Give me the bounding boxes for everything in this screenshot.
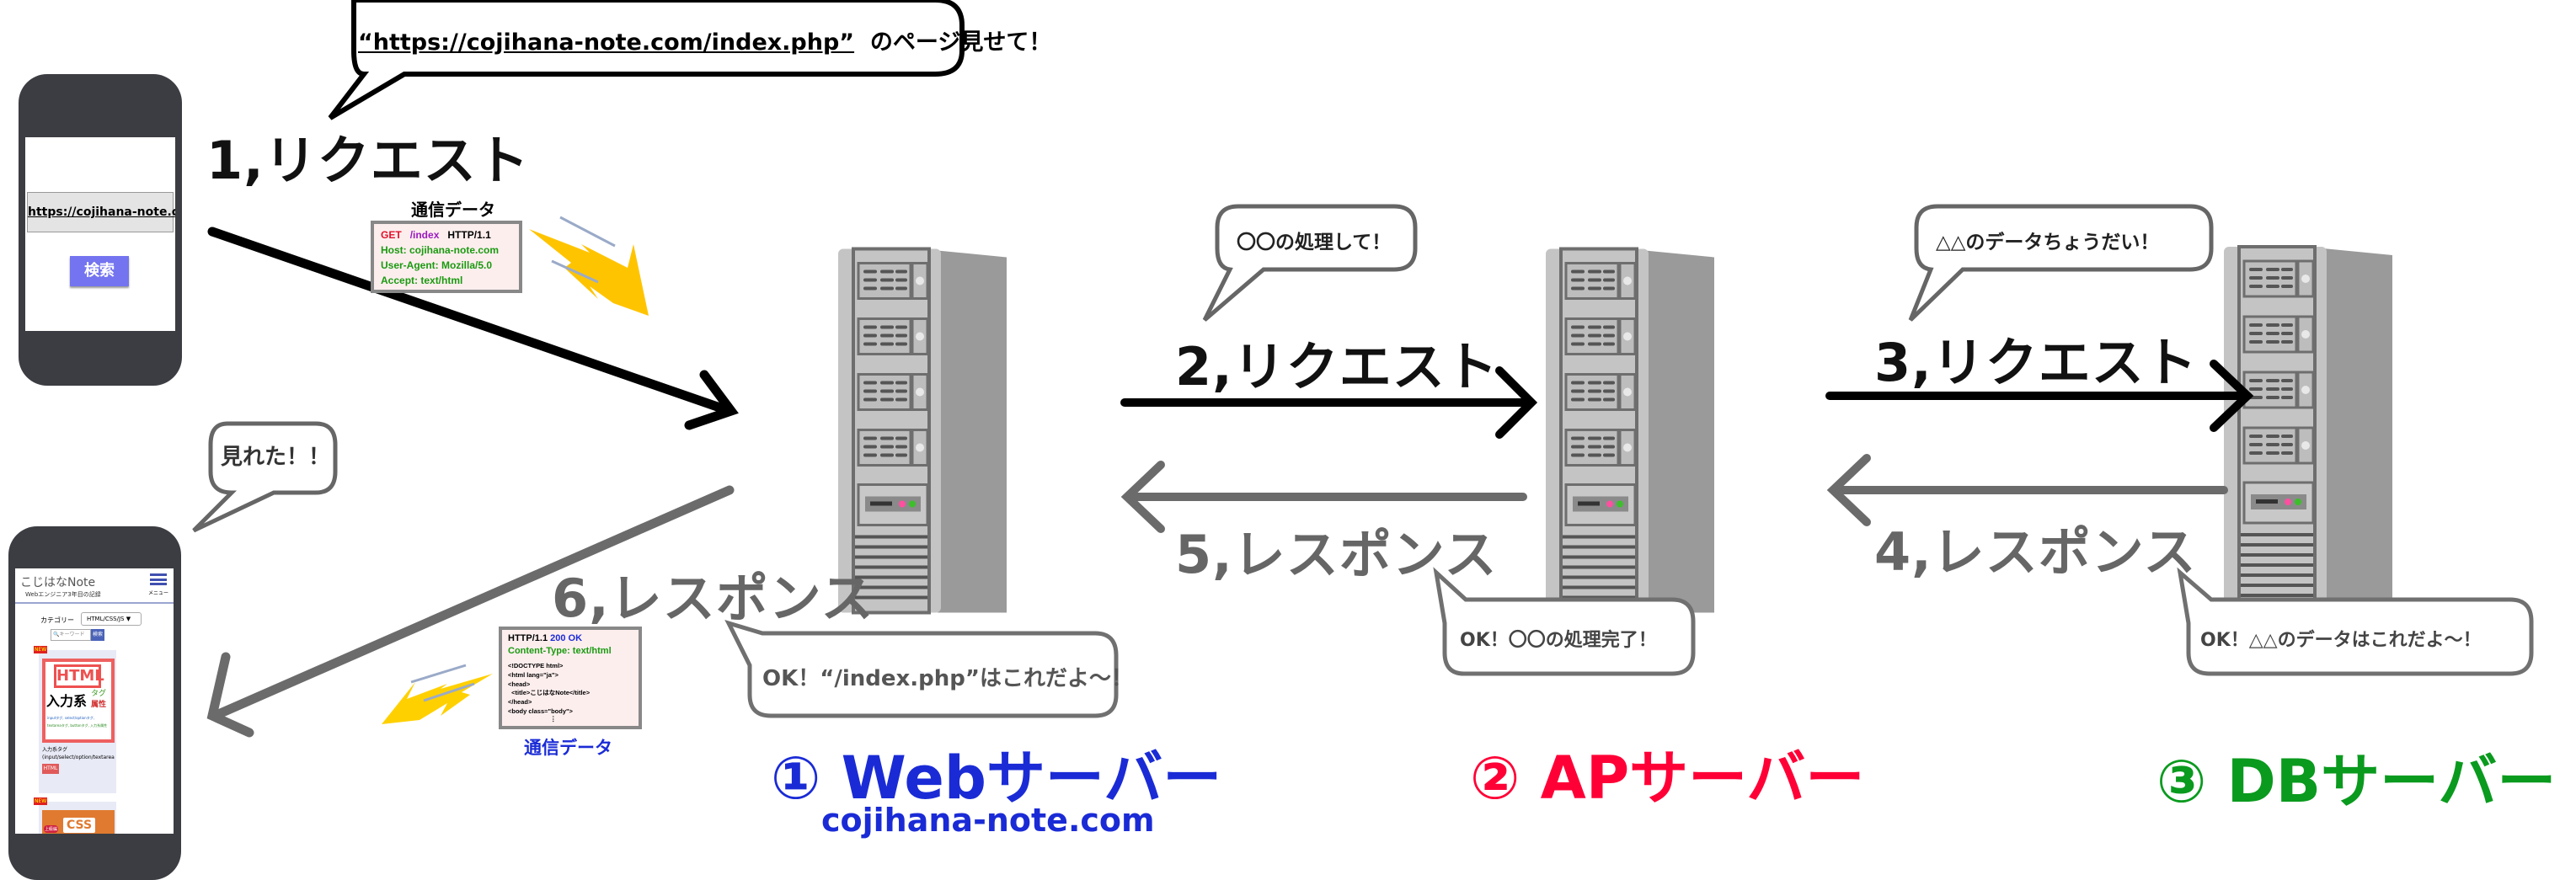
article-card[interactable]: HTML 入力系 タグ 属性 inputタグ, select/optionタグ,… bbox=[39, 650, 116, 793]
css-logo: CSS bbox=[61, 815, 98, 834]
bubble-request: “https://cojihana-note.com/index.php” のペ… bbox=[358, 24, 1051, 56]
response-status: 200 OK bbox=[550, 633, 583, 643]
bubble-request-text: のページ見せて！ bbox=[869, 29, 1052, 56]
category-value: HTML/CSS/JS bbox=[87, 616, 125, 622]
response-data-title: 通信データ bbox=[524, 738, 612, 758]
http-path: /index bbox=[409, 229, 440, 241]
category-select[interactable]: HTML/CSS/JS ▼ bbox=[81, 612, 142, 626]
menu-label: メニュー bbox=[148, 590, 169, 596]
response-arrow-5 bbox=[1120, 461, 1527, 533]
accept-header: Accept: text/html bbox=[381, 275, 463, 286]
bubble-db-ok: OK！△△のデータはこれだよ〜！ bbox=[2200, 630, 2482, 651]
url-field[interactable]: https://cojihana-note.com/ bbox=[27, 192, 175, 232]
request-arrow-1 bbox=[207, 227, 739, 430]
bubble-seen: 見れた！！ bbox=[221, 445, 331, 470]
response-arrow-6 bbox=[206, 485, 735, 738]
site-logo[interactable]: こじはなNote bbox=[20, 576, 96, 589]
bubble-ap-request: 〇〇の処理して！ bbox=[1237, 232, 1392, 253]
step-3-label: 3,リクエスト bbox=[1874, 332, 2198, 393]
response-version: HTTP/1.1 bbox=[508, 633, 548, 643]
thumbnail-attr: 属性 bbox=[91, 701, 107, 709]
keyword-input[interactable]: 🔍キーワード bbox=[51, 629, 91, 641]
web-server-label: ① Webサーバー bbox=[771, 744, 1222, 813]
site-tagline: Webエンジニア3年目の記録 bbox=[25, 591, 101, 598]
step-6-label: 6,レスポンス bbox=[552, 568, 874, 629]
motion-arrow-response-icon bbox=[382, 664, 493, 724]
html-logo: HTML bbox=[54, 664, 104, 688]
bubble-web-ok: OK！“/index.php”はこれだよ〜！ bbox=[762, 666, 1133, 691]
keyword-placeholder: キーワード bbox=[59, 632, 85, 637]
bubble-web-ok-shape bbox=[724, 619, 1119, 718]
step-4-label: 4,レスポンス bbox=[1874, 521, 2197, 583]
category-badge[interactable]: HTML bbox=[42, 764, 59, 774]
new-badge: NEW bbox=[34, 646, 48, 653]
bubble-ap-ok-shape bbox=[1433, 567, 1696, 676]
menu-icon[interactable] bbox=[150, 573, 167, 585]
request-data-box: GET /index HTTP/1.1 Host: cojihana-note.… bbox=[371, 221, 522, 293]
content-type-header: Content-Type: text/html bbox=[508, 646, 612, 657]
http-version: HTTP/1.1 bbox=[447, 229, 491, 241]
article-title[interactable]: 入力系タグ(input/select/option/textarea/butto… bbox=[42, 747, 115, 760]
bubble-seen-shape bbox=[192, 421, 338, 533]
step-5-label: 5,レスポンス bbox=[1175, 524, 1498, 585]
user-agent-header: User-Agent: Mozilla/5.0 bbox=[381, 259, 493, 271]
client-phone-top: https://cojihana-note.com/ 検索 bbox=[19, 74, 182, 386]
response-data-box: HTTP/1.1 200 OK Content-Type: text/html … bbox=[499, 627, 642, 729]
response-body: <!DOCTYPE html><html lang="ja"><head> <t… bbox=[508, 661, 591, 723]
ap-server-label: ② APサーバー bbox=[1470, 744, 1865, 813]
web-server-domain: cojihana-note.com bbox=[821, 802, 1155, 839]
phone-screen-website: こじはなNote Webエンジニア3年目の記録 メニュー カテゴリー HTML/… bbox=[15, 568, 174, 834]
thumbnail-title: 入力系 bbox=[46, 693, 88, 709]
bubble-db-ok-shape bbox=[2177, 567, 2534, 676]
thumbnail-sub1: inputタグ, select/optionタグ, bbox=[47, 716, 94, 720]
header-divider bbox=[15, 602, 174, 604]
http-method: GET bbox=[381, 229, 402, 241]
article-thumbnail: HTML 入力系 タグ 属性 inputタグ, select/optionタグ,… bbox=[42, 659, 115, 743]
keyword-search-button[interactable]: 検索 bbox=[91, 629, 104, 641]
phone-screen: https://cojihana-note.com/ 検索 bbox=[25, 137, 175, 331]
step-1-label: 1,リクエスト bbox=[206, 130, 530, 191]
request-arrow-3 bbox=[1825, 360, 2254, 432]
thumbnail-sub2: textareaタグ, buttonタグ, 入力系属性 bbox=[47, 723, 108, 728]
requested-url: “https://cojihana-note.com/index.php” bbox=[358, 29, 855, 56]
advanced-badge: 上級編 bbox=[44, 825, 59, 833]
new-badge-2: NEW bbox=[34, 797, 48, 805]
article-card-2[interactable]: CSS 上級編 bbox=[39, 802, 116, 834]
search-button[interactable]: 検索 bbox=[70, 256, 129, 286]
motion-arrow-request-icon bbox=[529, 216, 649, 316]
client-phone-bottom: こじはなNote Webエンジニア3年目の記録 メニュー カテゴリー HTML/… bbox=[8, 526, 181, 880]
bubble-ap-req-shape bbox=[1202, 204, 1418, 322]
db-server-icon bbox=[2224, 247, 2392, 611]
bubble-ap-ok: OK！〇〇の処理完了！ bbox=[1460, 630, 1657, 651]
host-header: Host: cojihana-note.com bbox=[381, 244, 500, 256]
step-2-label: 2,リクエスト bbox=[1175, 336, 1499, 397]
bubble-db-request: △△のデータちょうだい！ bbox=[1936, 232, 2160, 253]
bubble-db-req-shape bbox=[1908, 204, 2214, 322]
thumbnail-tag: タグ bbox=[91, 690, 107, 698]
ap-server-icon bbox=[1546, 249, 1714, 613]
db-server-label: ③ DBサーバー bbox=[2156, 747, 2557, 816]
request-arrow-2 bbox=[1120, 366, 1538, 439]
response-arrow-4 bbox=[1826, 454, 2228, 526]
bubble-request-shape bbox=[328, 0, 965, 120]
request-data-title: 通信データ bbox=[411, 200, 495, 220]
category-label: カテゴリー bbox=[40, 616, 74, 624]
